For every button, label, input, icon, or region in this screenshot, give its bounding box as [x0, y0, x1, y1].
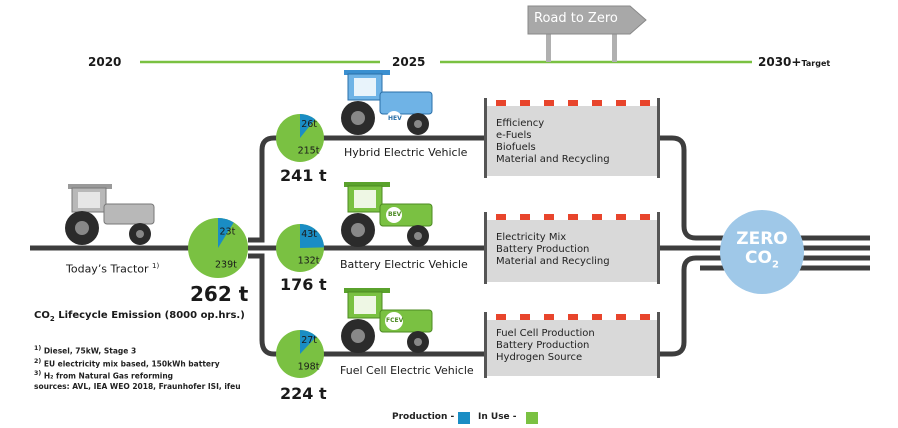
- total-hev: 241 t: [280, 166, 327, 185]
- lever-item: Fuel Cell Production: [496, 328, 595, 339]
- tractor-hev-icon: [341, 70, 433, 135]
- footnote-mark: 1): [34, 345, 42, 352]
- lever-item: Biofuels: [496, 142, 536, 153]
- footnote-text: Diesel, 75kW, Stage 3: [41, 346, 137, 356]
- footnote-mark: 2): [34, 357, 42, 365]
- pie-bev-in-use-label: 132t: [298, 256, 320, 267]
- lever-item: Material and Recycling: [496, 154, 610, 165]
- lifecycle-suffix: Lifecycle Emission (8000 op.hrs.): [54, 310, 245, 321]
- pie-hev-production-label: 26t: [301, 119, 317, 130]
- road-sign: [527, 5, 647, 62]
- levers-hev: Efficiency e-Fuels Biofuels Material and…: [496, 118, 610, 166]
- levers-bev: Electricity Mix Battery Production Mater…: [496, 232, 610, 268]
- legend-in-use-label: In Use -: [478, 412, 517, 422]
- legend-production-label: Production -: [392, 412, 455, 422]
- pie-today-production-slice: [218, 218, 234, 248]
- year-end-suffix: Target: [801, 59, 831, 68]
- zero-co2-label: ZERO CO2: [720, 230, 804, 274]
- lifecycle-label: CO2 Lifecycle Emission (8000 op.hrs.): [34, 310, 245, 323]
- lever-item: Battery Production: [496, 244, 590, 255]
- pie-hev-in-use-label: 215t: [298, 146, 320, 157]
- footnote: 2) EU electricity mix based, 150kWh batt…: [34, 357, 241, 370]
- vehicle-label-fcev: Fuel Cell Electric Vehicle: [340, 364, 474, 377]
- pie-bev-production-label: 43t: [301, 229, 317, 240]
- tractor-fcev-icon: [341, 288, 433, 353]
- pie-hev-production-slice: [300, 114, 316, 138]
- lever-item: Efficiency: [496, 118, 545, 129]
- lever-item: e-Fuels: [496, 130, 532, 141]
- today-tractor-label: Today’s Tractor 1): [66, 262, 159, 276]
- footnotes: 1) Diesel, 75kW, Stage 3 2) EU electrici…: [34, 344, 241, 392]
- year-mid: 2025: [392, 55, 426, 69]
- legend-production-swatch: [458, 412, 470, 424]
- footnote: 3) H₂ from Natural Gas reforming: [34, 369, 241, 382]
- legend-in-use-swatch: [526, 412, 538, 424]
- lever-item: Electricity Mix: [496, 232, 567, 243]
- footnote-text: EU electricity mix based, 150kWh battery: [41, 359, 220, 368]
- year-end: 2030+Target: [758, 55, 830, 69]
- badge-hev: HEV: [388, 115, 402, 122]
- footnote-text: sources: AVL, IEA WEO 2018, Fraunhofer I…: [34, 381, 241, 391]
- footnote-text: H₂ from Natural Gas reforming: [41, 371, 174, 381]
- lever-item: Battery Production: [496, 340, 590, 351]
- zero-line2: CO2: [720, 249, 804, 274]
- year-start: 2020: [88, 55, 122, 69]
- zero-co2-circle: [720, 210, 804, 294]
- pie-today-in-use-label: 239t: [215, 260, 237, 271]
- tractor-today-icon: [65, 184, 155, 245]
- lifecycle-sub: 2: [49, 315, 55, 323]
- today-total: 262 t: [190, 282, 249, 306]
- zero-sub: 2: [771, 259, 779, 271]
- pie-bev-production-slice: [300, 224, 324, 248]
- lever-box-hev: [484, 98, 660, 178]
- zero-line1: ZERO: [736, 229, 788, 249]
- pie-fcev-production-slice: [300, 330, 317, 354]
- badge-bev: BEV: [388, 211, 402, 218]
- badge-fcev: FCEV: [386, 317, 404, 324]
- total-bev: 176 t: [280, 275, 327, 294]
- footnote: sources: AVL, IEA WEO 2018, Fraunhofer I…: [34, 382, 241, 392]
- today-note: 1): [152, 262, 160, 270]
- pie-fcev-in-use-label: 198t: [298, 362, 320, 373]
- pie-fcev-production-label: 27t: [301, 335, 317, 346]
- footnote-mark: 3): [34, 370, 42, 377]
- total-fcev: 224 t: [280, 384, 327, 403]
- today-label-text: Today’s Tractor: [66, 262, 149, 276]
- footnote: 1) Diesel, 75kW, Stage 3: [34, 344, 241, 357]
- emission-pies: 23t 239t 26t 215t 43t 132t 27t 198t: [188, 114, 324, 378]
- lever-box-fcev: [484, 312, 660, 378]
- lever-item: Material and Recycling: [496, 256, 610, 267]
- lever-box-bev: [484, 212, 660, 284]
- lever-item: Hydrogen Source: [496, 352, 583, 363]
- lifecycle-prefix: CO: [34, 310, 50, 321]
- road-sign-label: Road to Zero: [534, 11, 618, 26]
- tractor-bev-icon: [341, 182, 433, 247]
- vehicle-label-bev: Battery Electric Vehicle: [340, 258, 468, 271]
- year-end-value: 2030+: [758, 55, 802, 69]
- zero-co: CO: [745, 248, 772, 268]
- levers-fcev: Fuel Cell Production Battery Production …: [496, 328, 595, 364]
- pie-today-production-label: 23t: [220, 227, 236, 238]
- vehicle-label-hev: Hybrid Electric Vehicle: [344, 146, 468, 159]
